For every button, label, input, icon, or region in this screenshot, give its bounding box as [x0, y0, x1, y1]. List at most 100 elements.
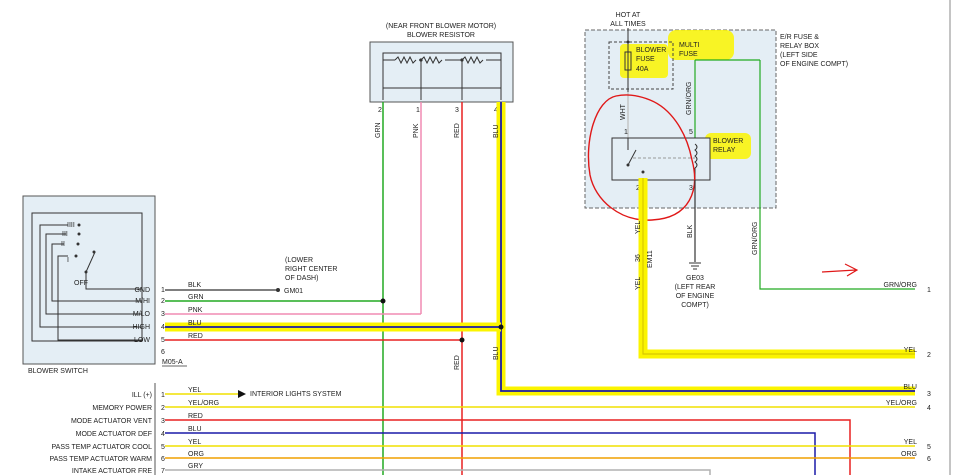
highlight-multi-fuse: [668, 30, 734, 60]
svg-text:HIGH: HIGH: [133, 324, 151, 331]
blower-resistor: (NEAR FRONT BLOWER MOTOR) BLOWER RESISTO…: [369, 23, 514, 114]
wire-label-grnorg-relay: GRN/ORG: [686, 82, 693, 115]
blower-switch-connector: M05-A: [162, 359, 183, 366]
svg-text:3: 3: [927, 391, 931, 398]
svg-text:MODE ACTUATOR VENT: MODE ACTUATOR VENT: [71, 418, 153, 425]
switch-pin-3: M/LO 3 PNK: [133, 307, 203, 318]
svg-text:3: 3: [689, 185, 693, 192]
switch-pin-2: M/HI 2 GRN: [135, 294, 203, 305]
blower-switch: IIII III II I OFF BLOWER SWITCH M05-A GN…: [22, 195, 204, 375]
svg-text:INTAKE ACTUATOR FRE: INTAKE ACTUATOR FRE: [72, 468, 152, 475]
svg-text:GND: GND: [134, 287, 150, 294]
blower-switch-box: [22, 195, 156, 365]
switch-pin-1: GND 1 BLK: [134, 282, 201, 294]
wire-blu: [500, 102, 915, 392]
svg-text:2: 2: [161, 405, 165, 412]
svg-text:6: 6: [161, 456, 165, 463]
svg-text:GRN: GRN: [188, 294, 204, 301]
wire-label-grn: GRN: [375, 122, 382, 138]
wire-label-grnorg-vertical: GRN/ORG: [752, 222, 759, 255]
svg-text:RED: RED: [188, 413, 203, 420]
wire-yel-relay-out: [642, 178, 915, 355]
svg-text:YEL/ORG: YEL/ORG: [886, 400, 917, 407]
svg-text:YEL: YEL: [188, 439, 201, 446]
wire-label-wht: WHT: [620, 103, 627, 120]
relay-coil: [694, 143, 698, 169]
svg-text:MEMORY POWER: MEMORY POWER: [92, 405, 152, 412]
resistor-pin-1: 1: [416, 107, 420, 114]
blower-fuse-label-1: BLOWER: [636, 47, 666, 54]
blower-fuse-label-2: FUSE: [636, 56, 655, 63]
lower-pin-7: INTAKE ACTUATOR FRE 7 GRY: [72, 463, 203, 475]
svg-text:LOW: LOW: [134, 337, 150, 344]
svg-text:PASS TEMP ACTUATOR COOL: PASS TEMP ACTUATOR COOL: [52, 444, 153, 451]
svg-text:GRN/ORG: GRN/ORG: [884, 282, 917, 289]
resistor-element: [394, 55, 484, 65]
highlight-fuse: [620, 44, 668, 78]
svg-text:3: 3: [161, 311, 165, 318]
resistor-pin-4: 4: [494, 107, 498, 114]
svg-text:4: 4: [161, 324, 165, 331]
multi-fuse-panel: [608, 41, 674, 90]
svg-text:ORG: ORG: [188, 451, 204, 458]
fuse-box-label-2: RELAY BOX: [780, 43, 819, 50]
resistor-pin-3: 3: [455, 107, 459, 114]
fuse-box-label-3: (LEFT SIDE: [780, 52, 818, 59]
multi-fuse-label-2: FUSE: [679, 51, 698, 58]
lower-pin-4: MODE ACTUATOR DEF 4 BLU: [76, 426, 202, 438]
resistor-caption-1: (NEAR FRONT BLOWER MOTOR): [386, 23, 496, 30]
svg-text:5: 5: [689, 129, 693, 136]
svg-text:2: 2: [927, 352, 931, 359]
lower-pin-1: ILL (+) 1 YEL: [132, 387, 202, 399]
wire-lower-blu: [165, 432, 816, 475]
ground-symbol-ge03: [689, 262, 701, 270]
svg-text:M/HI: M/HI: [135, 298, 150, 305]
svg-text:PNK: PNK: [188, 307, 203, 314]
relay-contact-arm: [627, 149, 637, 166]
svg-text:3: 3: [161, 418, 165, 425]
wire-grnorg-right: [759, 60, 915, 290]
blu-vertical-label: BLU: [493, 346, 500, 360]
em11-pin: 36: [635, 254, 642, 262]
highlight-relay: [705, 133, 751, 159]
svg-text:1: 1: [927, 287, 931, 294]
em11-code: EM11: [647, 250, 654, 268]
interior-lights-arrow: [238, 390, 246, 398]
right-pin-3: BLU 3: [903, 384, 931, 398]
fuse-box-label-1: E/R FUSE &: [780, 34, 819, 41]
svg-text:YEL: YEL: [188, 387, 201, 394]
svg-text:5: 5: [161, 337, 165, 344]
svg-text:M/LO: M/LO: [133, 311, 151, 318]
fuse-box-label-4: OF ENGINE COMPT): [780, 61, 848, 68]
wire-label-yel-upper: YEL: [635, 221, 642, 234]
svg-text:COMPT): COMPT): [681, 302, 709, 309]
wire-lower-gry: [165, 469, 711, 475]
svg-text:1: 1: [624, 129, 628, 136]
lower-pin-3: MODE ACTUATOR VENT 3 RED: [71, 413, 203, 425]
hot-at-all-times-2: ALL TIMES: [610, 21, 646, 28]
blower-switch-title: BLOWER SWITCH: [28, 368, 88, 375]
wire-lower-red: [165, 419, 851, 475]
hot-at-all-times-1: HOT AT: [616, 12, 641, 19]
lower-pin-6: PASS TEMP ACTUATOR WARM 6 ORG: [49, 451, 204, 463]
ground-code: GE03: [686, 275, 704, 282]
svg-text:BLU: BLU: [903, 384, 917, 391]
fuse-relay-box: HOT AT ALL TIMES E/R FUSE & RELAY BOX (L…: [584, 12, 859, 277]
svg-text:III: III: [62, 231, 68, 238]
svg-text:YEL: YEL: [904, 347, 917, 354]
annotation-arrow: [821, 263, 859, 277]
svg-text:BLU: BLU: [188, 426, 202, 433]
svg-text:OF ENGINE: OF ENGINE: [676, 293, 715, 300]
relay-label-1: BLOWER: [713, 138, 743, 145]
resistor-box: [369, 41, 514, 103]
svg-text:6: 6: [161, 349, 165, 356]
svg-text:GRY: GRY: [188, 463, 203, 470]
svg-text:5: 5: [161, 444, 165, 451]
svg-text:RED: RED: [188, 333, 203, 340]
right-pin-1: GRN/ORG 1: [884, 282, 931, 294]
svg-text:I: I: [67, 257, 69, 264]
svg-text:YEL/ORG: YEL/ORG: [188, 400, 219, 407]
svg-text:6: 6: [927, 456, 931, 463]
lower-pin-5: PASS TEMP ACTUATOR COOL 5 YEL: [52, 439, 202, 451]
